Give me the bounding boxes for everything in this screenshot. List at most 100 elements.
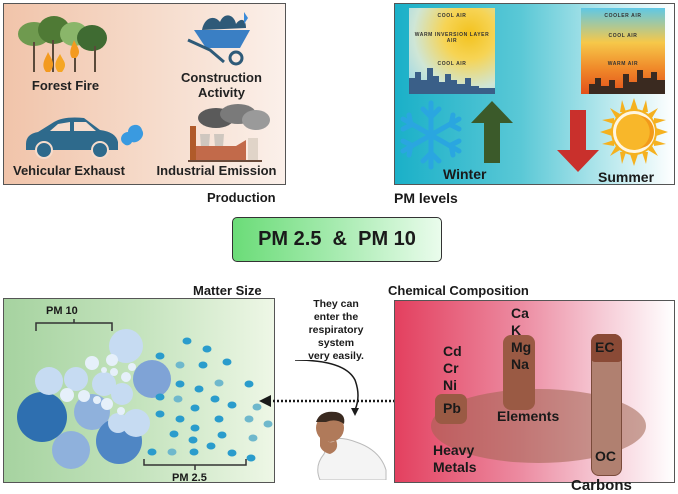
production-title: Production xyxy=(207,190,276,205)
chemical-composition-panel: Cd Cr Ni Pb Heavy Metals Ca K Mg Na Elem… xyxy=(394,300,675,494)
pm10-particle xyxy=(93,396,101,404)
connector-arrows xyxy=(259,360,395,416)
pm10-particle xyxy=(17,392,67,442)
heavy-metal-pb: Pb xyxy=(443,400,461,416)
pm25-particle xyxy=(190,424,200,432)
matter-size-title: Matter Size xyxy=(193,283,262,298)
elements-pillar xyxy=(503,335,535,410)
pm25-particle xyxy=(263,420,273,428)
particles-diagram xyxy=(17,329,273,469)
pm25-particle xyxy=(169,430,179,438)
production-panel: Forest Fire Construction Activity Vehicu… xyxy=(3,3,286,185)
pm25-particle xyxy=(248,434,258,442)
winter-arrow-shape xyxy=(471,101,513,163)
pm25-label: PM 2.5 xyxy=(172,472,207,484)
pm10-particle xyxy=(133,360,171,398)
winter-inversion-inset: COOL AIR WARM INVERSION LAYER AIR COOL A… xyxy=(409,8,495,94)
pm25-particle xyxy=(155,352,165,360)
pm25-particle xyxy=(217,431,227,439)
elements-label: Elements xyxy=(497,408,560,424)
pm25-particle xyxy=(244,380,254,388)
summer-down-arrow-icon xyxy=(557,110,599,172)
element-ca: Ca xyxy=(511,305,529,321)
pm25-particle xyxy=(246,454,256,462)
note-curved-arrow xyxy=(294,360,359,411)
wheelbarrow-icon xyxy=(187,12,250,66)
pm10-bracket-icon xyxy=(35,319,113,331)
snowflake-icon xyxy=(400,100,462,170)
heavy-metal-cd: Cd xyxy=(443,343,462,359)
left-arrowhead xyxy=(259,395,271,407)
pm25-particle xyxy=(244,415,254,423)
pm10-particle xyxy=(78,390,90,402)
chemical-composition-title: Chemical Composition xyxy=(388,283,529,298)
pm25-particle xyxy=(210,395,220,403)
heavy-metal-cr: Cr xyxy=(443,360,459,376)
pm10-particle xyxy=(117,407,125,415)
pm25-particle xyxy=(173,395,183,403)
source-vehicular-label: Vehicular Exhaust xyxy=(13,163,125,178)
pm10-particle xyxy=(52,431,90,469)
summer-inset: COOLER AIR COOL AIR WARM AIR xyxy=(581,8,665,94)
pm10-particle xyxy=(128,363,136,371)
pm10-particle xyxy=(122,409,150,437)
pm25-bracket-icon xyxy=(143,459,247,470)
element-mg: Mg xyxy=(511,339,532,355)
pm25-particle xyxy=(175,415,185,423)
pb-box xyxy=(435,394,467,424)
summer-arrow-shape xyxy=(557,110,599,172)
pm10-particle xyxy=(101,398,113,410)
note-arrowhead xyxy=(351,408,359,416)
pm25-particle xyxy=(214,379,224,387)
carbons-label: Carbons xyxy=(571,477,632,494)
pm-center-badge: PM 2.5 & PM 10 xyxy=(232,217,442,262)
pm25-particle xyxy=(222,358,232,366)
pm10-particle xyxy=(85,356,99,370)
summer-label: Summer xyxy=(598,169,655,185)
pm25-particle xyxy=(147,448,157,456)
pm10-particle xyxy=(108,413,128,433)
source-forest-fire-label: Forest Fire xyxy=(31,78,100,93)
summer-city-skyline-icon xyxy=(589,70,665,94)
pm10-particle xyxy=(35,367,63,395)
matter-size-panel: PM 10 PM 2.5 xyxy=(3,298,275,484)
heavy-metals-label: Heavy Metals xyxy=(433,442,477,475)
pm10-particle xyxy=(101,367,107,373)
pm25-particle xyxy=(214,415,224,423)
pm25-particle xyxy=(194,385,204,393)
pm25-particle xyxy=(175,361,185,369)
pm25-particle xyxy=(155,393,165,401)
pm25-particle xyxy=(227,401,237,409)
winter-city-skyline-icon xyxy=(409,68,495,94)
pm-levels-title: PM levels xyxy=(394,190,458,206)
pm25-particle xyxy=(182,337,192,345)
pm25-particle xyxy=(252,403,262,411)
factory-icon xyxy=(188,104,270,162)
element-k: K xyxy=(511,322,522,338)
pm10-particle xyxy=(74,394,110,430)
source-construction-label: Construction Activity xyxy=(181,70,262,100)
pm25-particle xyxy=(167,448,177,456)
pm10-particle xyxy=(109,329,143,363)
pm10-label: PM 10 xyxy=(46,305,78,317)
carbon-oc: OC xyxy=(595,448,616,464)
pm10-particle xyxy=(106,354,118,366)
carbon-ec: EC xyxy=(595,339,615,355)
coughing-person-icon xyxy=(316,411,387,480)
pm10-particle xyxy=(60,388,74,402)
winter-up-arrow-icon xyxy=(471,101,513,163)
pm-levels-panel: COOL AIR WARM INVERSION LAYER AIR COOL A… xyxy=(394,3,675,185)
ec-cap xyxy=(591,334,622,362)
pm25-particle xyxy=(202,345,212,353)
pm25-particle xyxy=(155,410,165,418)
forest-fire-icon xyxy=(18,16,107,72)
element-na: Na xyxy=(511,356,529,372)
heavy-metal-ni: Ni xyxy=(443,377,457,393)
pm25-particle xyxy=(206,442,216,450)
car-exhaust-icon xyxy=(26,117,144,159)
pm25-particle xyxy=(227,449,237,457)
pm10-particle xyxy=(111,383,133,405)
pm10-particle xyxy=(121,372,131,382)
pm10-particle xyxy=(64,367,88,391)
pm25-particle xyxy=(190,404,200,412)
